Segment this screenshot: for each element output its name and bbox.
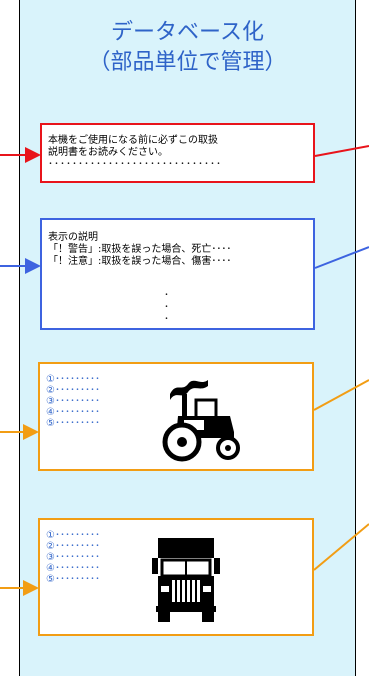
tractor-parts-box: ①･････････ ②･････････ ③･････････ ④･･････… xyxy=(38,362,314,471)
list-item: ⑤･････････ xyxy=(46,418,100,429)
truck-icon xyxy=(152,536,220,622)
explanation-heading: 表示の説明 xyxy=(48,232,98,243)
tractor-parts-list: ①･････････ ②･････････ ③･････････ ④･･････… xyxy=(46,374,100,429)
truck-parts-box: ①･････････ ②･････････ ③･････････ ④･･････… xyxy=(38,518,314,636)
list-item: ④･････････ xyxy=(46,563,100,574)
outgoing-line-red xyxy=(314,145,369,157)
list-item: ③･････････ xyxy=(46,552,100,563)
warning-line: 「！警告」:取扱を誤った場合、死亡････ xyxy=(48,244,232,255)
intro-dots: ･････････････････････････････ xyxy=(48,159,222,170)
panel-title: データベース化 （部品単位で管理） xyxy=(20,18,355,78)
truck-parts-list: ①･････････ ②･････････ ③･････････ ④･･････… xyxy=(46,530,100,585)
list-item: ①･････････ xyxy=(46,374,100,385)
list-item: ②･････････ xyxy=(46,541,100,552)
tractor-icon xyxy=(160,372,244,462)
outgoing-line-blue xyxy=(314,246,369,269)
outgoing-line-orange-1 xyxy=(313,379,369,411)
vertical-dots: ･ ･ ･ xyxy=(164,290,169,326)
vdot-2: ･ xyxy=(164,302,169,313)
title-line1: データベース化 xyxy=(111,20,264,45)
intro-line2: 説明書をお読みください。 xyxy=(48,147,168,158)
list-item: ④･････････ xyxy=(46,407,100,418)
manual-intro-box: 本機をご使用になる前に必ずこの取扱 説明書をお読みください。 ･････････… xyxy=(40,123,315,183)
caution-line: 「！注意」:取扱を誤った場合、傷害････ xyxy=(48,256,232,267)
list-item: ③･････････ xyxy=(46,396,100,407)
outgoing-line-orange-2 xyxy=(313,523,369,571)
list-item: ②･････････ xyxy=(46,385,100,396)
vdot-1: ･ xyxy=(164,290,169,301)
display-explanation-box: 表示の説明 「！警告」:取扱を誤った場合、死亡････ 「！注意」:取扱を誤った… xyxy=(40,218,315,330)
title-line2: （部品単位で管理） xyxy=(88,50,287,75)
vdot-3: ･ xyxy=(164,314,169,325)
intro-line1: 本機をご使用になる前に必ずこの取扱 xyxy=(48,135,218,146)
list-item: ①･････････ xyxy=(46,530,100,541)
list-item: ⑤･････････ xyxy=(46,574,100,585)
